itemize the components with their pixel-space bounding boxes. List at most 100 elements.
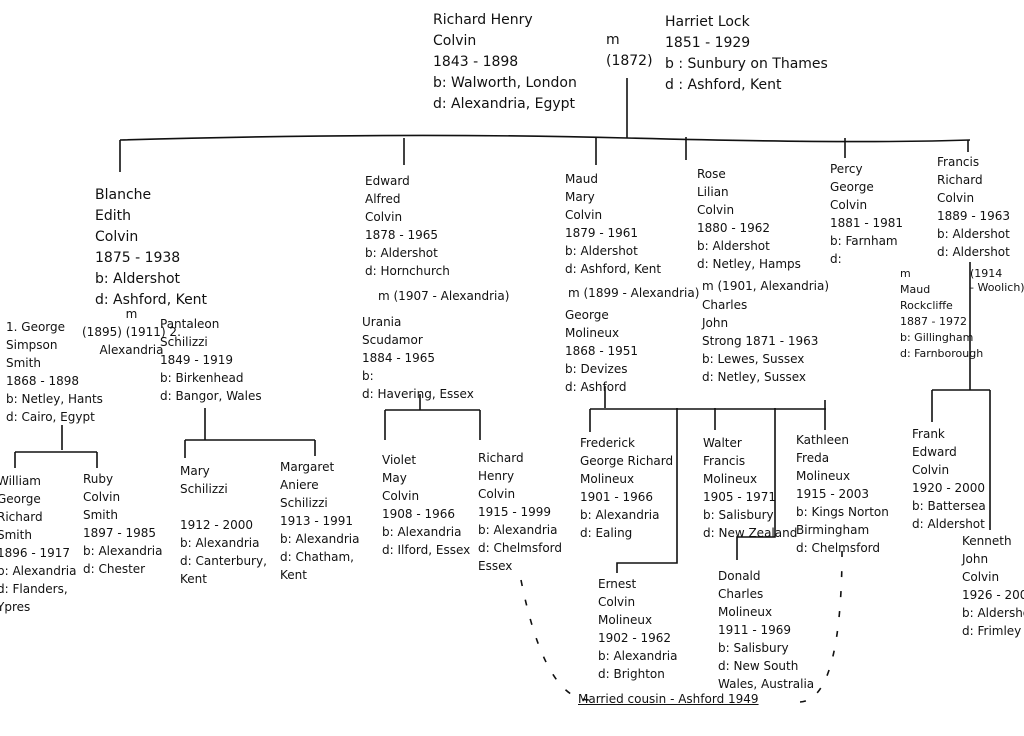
person-text-line: Margaret bbox=[280, 460, 335, 474]
person-text-line: George bbox=[0, 492, 41, 506]
person-text-line: Maud bbox=[565, 172, 598, 186]
person-text-line: Aniere bbox=[280, 478, 319, 492]
person-text-line: d: New Zealand bbox=[703, 526, 798, 540]
person-text-line: Mary bbox=[180, 464, 210, 478]
person-text-line: Harriet Lock bbox=[665, 14, 750, 30]
person-text-line: d: Ashford bbox=[565, 380, 627, 394]
person-text-line: m bbox=[125, 307, 138, 321]
person-text-line: d: Aldershot bbox=[912, 517, 985, 531]
person-text-line: Colvin bbox=[365, 210, 403, 224]
person-text-line: 1880 - 1962 bbox=[697, 221, 771, 235]
person-text-line: d: Havering, Essex bbox=[362, 387, 474, 401]
person-text-line: d: Ashford, Kent bbox=[565, 262, 662, 276]
person-text-line: Freda bbox=[796, 451, 830, 465]
person-text-line: d: Hornchurch bbox=[365, 264, 450, 278]
person-text-line: Richard Henry bbox=[433, 12, 533, 28]
molineux-children bbox=[589, 386, 826, 432]
person-text-line: Smith bbox=[83, 508, 118, 522]
person-text-line: b: Aldershot bbox=[95, 271, 180, 287]
person-text-line: Rose bbox=[697, 167, 726, 181]
person-text-line: Colvin bbox=[598, 595, 636, 609]
person-text-line: (1895) (1911) 2. bbox=[82, 325, 181, 339]
person-text-line: b: Aldershot bbox=[937, 227, 1010, 241]
person-text-line: d: bbox=[830, 252, 842, 266]
person-text-line: Molineux bbox=[796, 469, 851, 483]
person-text-line: d: Frimley bbox=[962, 624, 1022, 638]
person-text-line: d: Alexandria, Egypt bbox=[433, 96, 576, 112]
person-text-line: Charles bbox=[702, 298, 748, 312]
person-text-line: b: Gillingham bbox=[900, 331, 974, 344]
person-text-line: 1868 - 1951 bbox=[565, 344, 639, 358]
person-text-line: d: Ilford, Essex bbox=[382, 543, 471, 557]
person-text-line: Charles bbox=[718, 587, 764, 601]
person-text-line: d: New South bbox=[718, 659, 799, 673]
person-text-line: Colvin bbox=[697, 203, 735, 217]
person-text-line: Edward bbox=[912, 445, 957, 459]
person-text-line: Wales, Australia bbox=[718, 677, 815, 691]
person-text-line: Ernest bbox=[598, 577, 637, 591]
person-text-line: May bbox=[382, 471, 407, 485]
person-text-line: Ypres bbox=[0, 600, 31, 614]
person-text-line: b: Alexandria bbox=[180, 536, 260, 550]
person-text-line: Simpson bbox=[6, 338, 58, 352]
person-text-line: George bbox=[565, 308, 609, 322]
person-text-line: Urania bbox=[362, 315, 402, 329]
person-text-line: 1868 - 1898 bbox=[6, 374, 80, 388]
person-text-line: 1887 - 1972 bbox=[900, 315, 967, 328]
person-text-line: b : Sunbury on Thames bbox=[665, 56, 828, 72]
person-text-line: b: Alexandria bbox=[0, 564, 77, 578]
ernest-connector bbox=[616, 408, 678, 573]
person-text-line: Richard bbox=[937, 173, 983, 187]
person-text-line: b: Devizes bbox=[565, 362, 628, 376]
person-text-line: Lilian bbox=[697, 185, 729, 199]
person-text-line: b: Lewes, Sussex bbox=[702, 352, 805, 366]
marriage-rose: m (1901, Alexandria) bbox=[702, 277, 829, 295]
person-text-line: Colvin bbox=[95, 229, 139, 245]
marriage-francis: (1914- Woolich) bbox=[970, 267, 1024, 295]
person-text-line: m bbox=[606, 32, 620, 48]
person-text-line: b: Aldershot bbox=[365, 246, 438, 260]
person-text-line: m (1901, Alexandria) bbox=[702, 279, 830, 293]
cousin-marriage-dashes bbox=[520, 540, 843, 703]
person-text-line: 1881 - 1981 bbox=[830, 216, 904, 230]
person-text-line: 1915 - 2003 bbox=[796, 487, 870, 501]
person-text-line: Colvin bbox=[382, 489, 420, 503]
person-text-line: Birmingham bbox=[796, 523, 870, 537]
person-text-line: d: Netley, Hamps bbox=[697, 257, 801, 271]
person-text-line: Richard bbox=[478, 451, 524, 465]
person-text-line: d: Chelmsford bbox=[796, 541, 881, 555]
person-text-line: b: Salisbury bbox=[718, 641, 789, 655]
person-text-line: Alexandria bbox=[99, 343, 164, 357]
person-text-line: Kathleen bbox=[796, 433, 850, 447]
person-text-line: Francis bbox=[937, 155, 980, 169]
person-text-line: 1915 - 1999 bbox=[478, 505, 552, 519]
person-text-line: 1912 - 2000 bbox=[180, 518, 254, 532]
person-text-line: Donald bbox=[718, 569, 761, 583]
person-text-line bbox=[180, 498, 267, 516]
marriage-blanche: m (1895) (1911) 2. Alexandria bbox=[82, 305, 181, 359]
person-text-line: 1905 - 1971 bbox=[703, 490, 777, 504]
person-text-line: b: Farnham bbox=[830, 234, 898, 248]
person-text-line: Alfred bbox=[365, 192, 401, 206]
person-text-line: George bbox=[830, 180, 874, 194]
person-text-line: Edward bbox=[365, 174, 410, 188]
person-text-line: d: Brighton bbox=[598, 667, 665, 681]
person-text-line: 1901 - 1966 bbox=[580, 490, 654, 504]
person-text-line: George Richard bbox=[580, 454, 674, 468]
person-text-line: Colvin bbox=[83, 490, 121, 504]
person-text-line: b: Alexandria bbox=[478, 523, 558, 537]
person-text-line: Smith bbox=[6, 356, 41, 370]
person-text-line: b: Alexandria bbox=[280, 532, 360, 546]
person-text-line: b: Walworth, London bbox=[433, 75, 577, 91]
person-text-line: Molineux bbox=[703, 472, 758, 486]
